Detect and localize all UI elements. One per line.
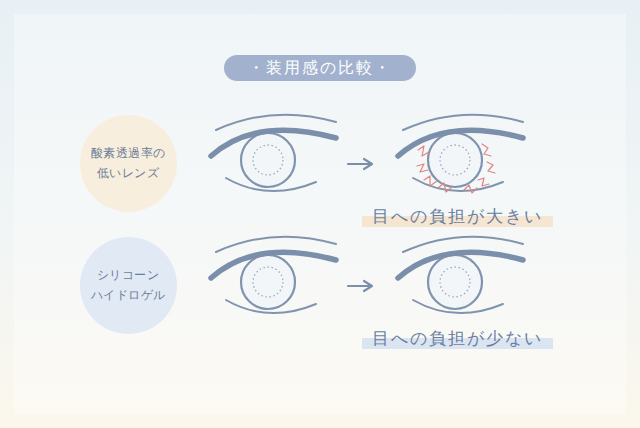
arrow [348,159,372,169]
panel [14,14,626,414]
arrow [348,281,372,291]
category-circle: 酸素透過率の 低いレンズ [80,115,177,212]
eye-comfortable [398,237,523,313]
title-pill: ・装用感の比較・ [224,55,416,81]
result-band: 目への負担が大きい [362,205,553,227]
eye-irritated [398,115,523,191]
node-text: 目への負担が少ない [372,327,543,349]
irritation-marks [417,144,495,193]
node-text: シリコーン ハイドロゲル [91,265,166,306]
eye-normal [211,115,336,191]
category-circle: シリコーン ハイドロゲル [80,237,177,334]
node-text: 酸素透過率の 低いレンズ [91,143,166,184]
node-text: 目への負担が大きい [372,205,543,227]
eye-normal [211,237,336,313]
result-band: 目への負担が少ない [362,327,553,349]
